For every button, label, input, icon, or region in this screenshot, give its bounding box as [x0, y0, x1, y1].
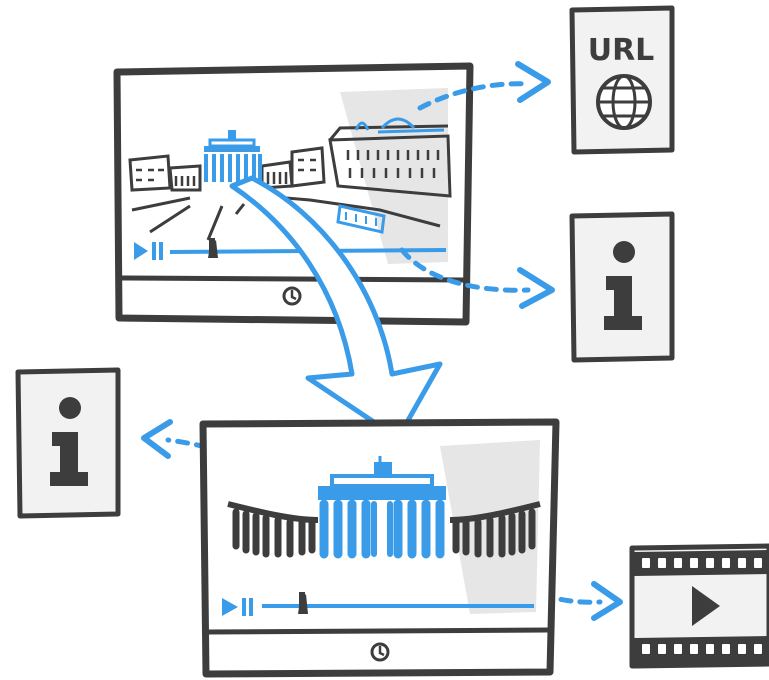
film-strip-icon — [634, 550, 769, 664]
video-card — [629, 543, 769, 669]
info-card-left — [15, 367, 121, 519]
link-to-url — [417, 61, 551, 111]
transition-arrow — [229, 175, 443, 441]
video-screen-bottom — [199, 418, 560, 678]
player-controls-bottom — [222, 592, 534, 616]
info-icon — [604, 241, 642, 330]
globe-icon — [596, 74, 652, 130]
info-card-right — [569, 211, 675, 363]
url-label: URL — [588, 33, 655, 68]
info-icon — [50, 397, 88, 486]
colonnade-left — [227, 501, 319, 558]
video-screen-top — [113, 62, 474, 326]
play-icon — [692, 586, 720, 626]
power-icon — [282, 286, 302, 306]
power-icon — [370, 642, 390, 662]
link-to-info-right — [399, 247, 555, 309]
brandenburg-gate-small — [204, 130, 262, 182]
url-card: URL — [569, 5, 675, 155]
colonnade-right — [449, 501, 541, 558]
brandenburg-gate-large — [318, 456, 446, 559]
